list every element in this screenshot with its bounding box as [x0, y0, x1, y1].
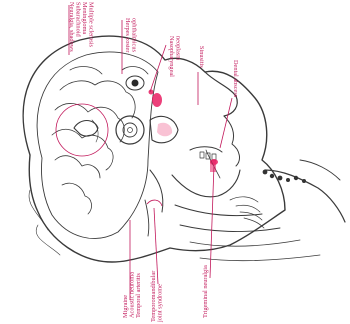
label-nasopharyngeal: Nasopharyngeal: [168, 36, 175, 77]
label-dental-abscess: Dental abscess: [232, 60, 239, 98]
label-trigeminal-neuralgia: Trigeminal neuralgia: [202, 265, 209, 318]
neck: [175, 160, 345, 261]
label-neoplasm: neoplasm: [175, 36, 182, 60]
eye: [122, 67, 148, 90]
leader-trigeminal: [210, 165, 214, 278]
label-temporal-arteritis: Temporal arteritis: [135, 273, 142, 318]
label-joint-syndrome: joint syndrome: [157, 284, 164, 323]
label-sinusitis: Sinusitis: [198, 46, 205, 68]
label-multiple-sclerosis: Multiple sclerosis: [88, 2, 95, 47]
brain-highlight-ring: [56, 104, 108, 156]
head-drawing: [23, 36, 345, 262]
brain: [52, 67, 135, 214]
jaw: [172, 147, 240, 197]
leader-lines: [69, 5, 232, 300]
label-ophthalmicus: ophthalmicus: [131, 18, 138, 52]
sinus: [150, 116, 178, 142]
ear: [116, 116, 144, 144]
label-neuralgia: Neuralgia, shadows: [68, 2, 75, 52]
label-herpes-zoster: Herpes zoster: [124, 18, 131, 53]
label-subarachnoid: Subarachnoid: [75, 2, 82, 37]
nasal-highlight: [152, 93, 162, 107]
label-meningioma: Meningioma: [81, 2, 88, 34]
